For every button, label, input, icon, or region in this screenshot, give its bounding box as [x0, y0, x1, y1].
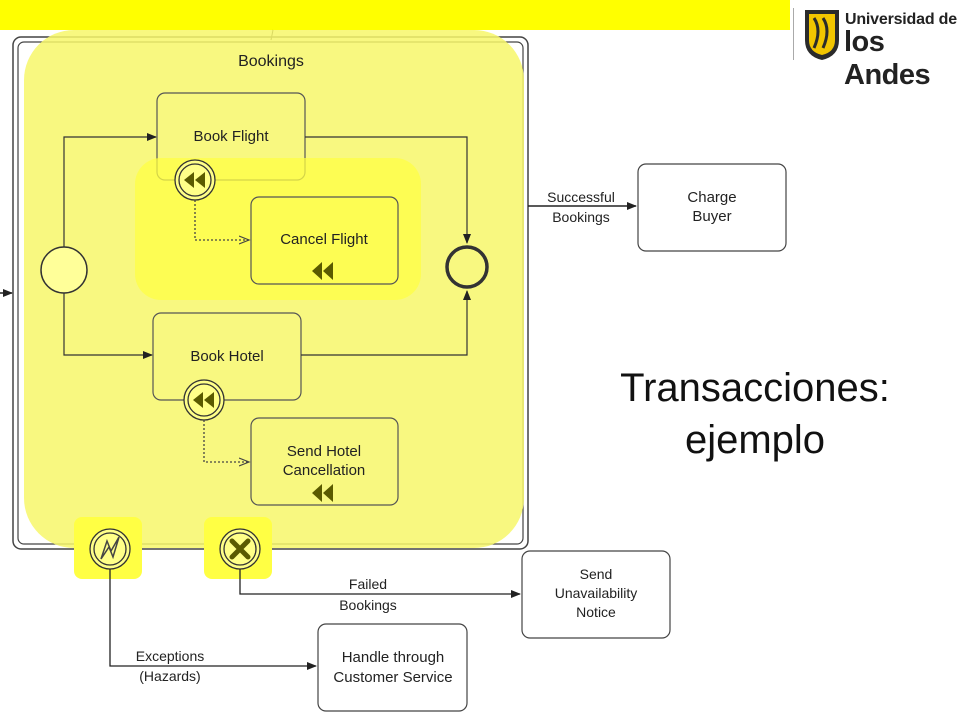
handle-label-2: Customer Service	[333, 669, 452, 686]
cancel-flight-task[interactable]	[250, 196, 399, 285]
start-event[interactable]	[40, 246, 88, 294]
book-hotel-task[interactable]	[152, 312, 302, 401]
exceptions-label-2: (Hazards)	[139, 668, 200, 684]
rewind-icon	[184, 172, 205, 188]
heading-line-1: Transacciones:	[620, 366, 890, 410]
flow-to-book-hotel	[63, 293, 153, 359]
compensation-marker-icon	[312, 484, 333, 502]
slide-heading: Transacciones: ejemplo	[580, 362, 930, 466]
subprocess-label: Bookings	[238, 53, 304, 70]
logo-line-2: los Andes	[844, 26, 931, 91]
charge-buyer-label-2: Buyer	[692, 208, 731, 225]
successful-label-1: Successful	[547, 189, 615, 205]
association-hotel-cancel	[203, 420, 249, 462]
flow-failed-bookings	[239, 569, 521, 598]
send-hotel-cancellation-task[interactable]	[250, 417, 399, 506]
exceptions-label-1: Exceptions	[136, 648, 204, 664]
charge-buyer-label-1: Charge	[687, 189, 736, 206]
successful-label-2: Bookings	[552, 209, 610, 225]
lightning-icon	[100, 536, 120, 560]
university-crest-icon	[805, 10, 839, 60]
compensation-marker-icon	[312, 262, 333, 280]
cancel-x-icon	[229, 538, 251, 560]
flow-to-book-flight	[63, 133, 157, 247]
heading-line-2: ejemplo	[684, 418, 826, 462]
send-hotel-label-2: Cancellation	[283, 462, 366, 479]
charge-buyer-task[interactable]	[637, 163, 787, 252]
logo-divider	[793, 8, 794, 60]
top-highlight-bar	[0, 0, 790, 30]
rewind-icon	[193, 392, 214, 408]
logo-line-1: Universidad de	[845, 11, 957, 28]
flow-flight-to-join	[305, 136, 471, 244]
send-unavailability-notice-task[interactable]	[521, 550, 671, 639]
university-logo: Universidad de los Andes	[793, 8, 960, 91]
handle-label-1: Handle through	[342, 649, 445, 666]
send-notice-label-1: Send	[580, 566, 613, 582]
association-flight-cancel	[194, 200, 249, 240]
send-notice-label-2: Unavailability	[555, 585, 637, 601]
cancel-flight-label: Cancel Flight	[280, 231, 368, 248]
flow-hotel-to-join	[301, 290, 471, 356]
flow-exceptions	[109, 569, 317, 670]
book-hotel-label: Book Hotel	[190, 348, 263, 365]
send-hotel-label-1: Send Hotel	[287, 443, 361, 460]
join-event[interactable]	[445, 245, 489, 289]
send-notice-label-3: Notice	[576, 604, 616, 620]
failed-label-1: Failed	[349, 576, 387, 592]
failed-label-2: Bookings	[339, 597, 397, 613]
book-flight-label: Book Flight	[193, 128, 269, 145]
handle-customer-service-task[interactable]	[317, 623, 468, 712]
